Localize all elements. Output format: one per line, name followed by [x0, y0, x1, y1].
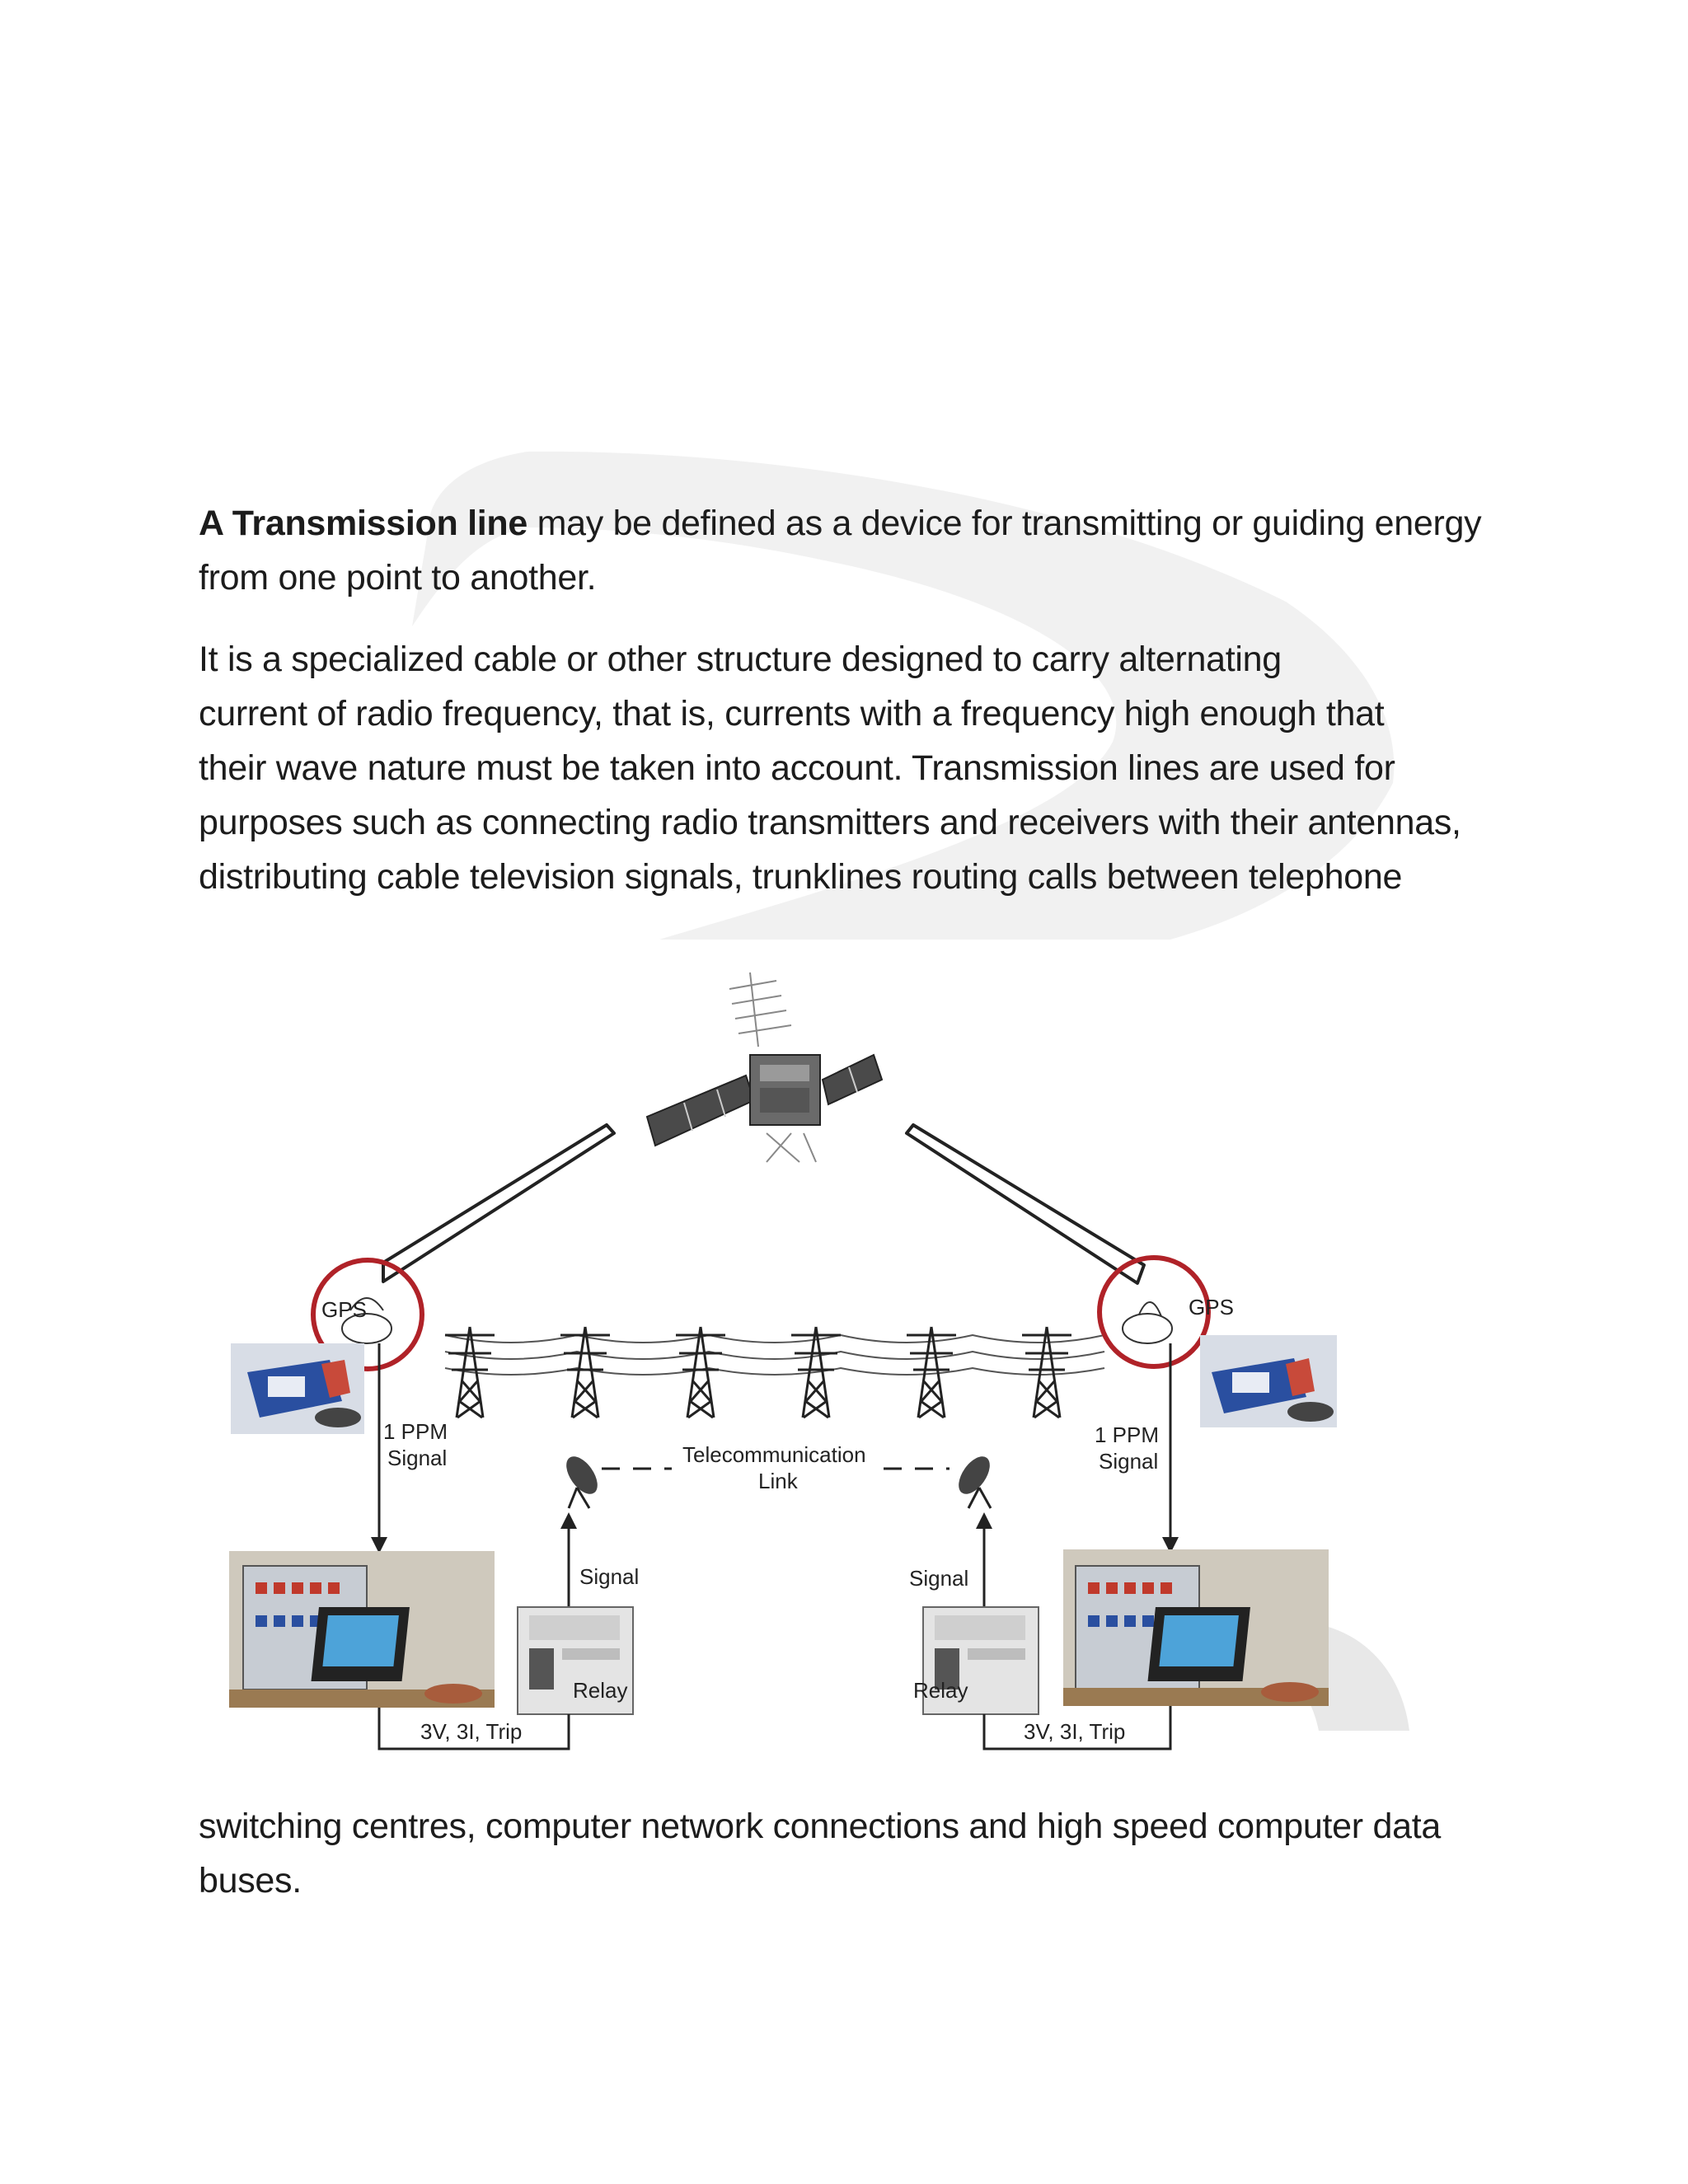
gps-receiver-left: GPS	[311, 1258, 424, 1371]
arrow-down-icon	[1162, 1537, 1179, 1554]
description-line: purposes such as connecting radio transm…	[199, 803, 1461, 842]
gps-clock-device-right	[1200, 1335, 1337, 1427]
ppm-label-right: 1 PPM	[1095, 1422, 1159, 1447]
tower-icon	[560, 1326, 610, 1419]
trip-label-right: 3V, 3I, Trip	[1024, 1719, 1125, 1744]
tower-icon	[907, 1326, 956, 1419]
relay-label-right: Relay	[913, 1678, 968, 1703]
satellite-beam-left	[382, 1123, 616, 1283]
description-paragraph: It is a specialized cable or other struc…	[199, 632, 1517, 904]
tower-icon	[1022, 1326, 1071, 1419]
continuation-line: switching centres, computer network conn…	[199, 1807, 1441, 1846]
relay-label-left: Relay	[573, 1678, 627, 1703]
signal-label-right: Signal	[909, 1566, 968, 1591]
gps-clock-device-left	[231, 1343, 364, 1434]
definition-line-2: from one point to another.	[199, 558, 597, 598]
description-line: current of radio frequency, that is, cur…	[199, 694, 1385, 733]
satellite-dish-icon	[959, 1456, 992, 1509]
arrow-down-icon	[371, 1537, 387, 1554]
signal-label-left: Signal	[579, 1564, 639, 1589]
trip-label-left: 3V, 3I, Trip	[420, 1719, 522, 1744]
power-transmission-line	[444, 1333, 1105, 1376]
description-line: distributing cable television signals, t…	[199, 857, 1403, 897]
ppm-signal-label-left: Signal	[387, 1446, 447, 1470]
ppm-signal-label-right: Signal	[1099, 1449, 1158, 1474]
transmission-towers	[445, 1326, 1071, 1419]
ppm-label-left: 1 PPM	[383, 1419, 448, 1444]
gps-label-right: GPS	[1189, 1295, 1234, 1319]
gps-receiver-right: GPS	[1097, 1255, 1234, 1369]
satellite-dish-icon	[566, 1456, 598, 1509]
trip-connection-right	[982, 1706, 1172, 1750]
trip-connection-left	[377, 1708, 570, 1750]
satellite-icon	[645, 972, 884, 1163]
relay-test-set-right	[1063, 1549, 1329, 1706]
relay-test-set-left	[229, 1551, 495, 1708]
satellite-beam-right	[905, 1123, 1146, 1285]
description-line: their wave nature must be taken into acc…	[199, 748, 1395, 788]
relay-device-right	[922, 1606, 1039, 1715]
continuation-line: buses.	[199, 1861, 302, 1900]
telecom-link-label: Link	[758, 1469, 799, 1493]
transmission-system-diagram: GPS GPS 1 PPM Signal 1 PPM Signal	[229, 972, 1337, 1750]
relay-device-left	[517, 1606, 634, 1715]
tower-icon	[676, 1326, 725, 1419]
arrow-up-icon	[560, 1512, 577, 1529]
definition-line-1: A Transmission line may be defined as a …	[199, 504, 1482, 543]
tower-icon	[445, 1326, 495, 1419]
arrow-up-icon	[976, 1512, 992, 1529]
term-transmission-line: A Transmission line	[199, 504, 528, 543]
continuation-paragraph: switching centres, computer network conn…	[199, 1799, 1517, 1908]
tower-icon	[791, 1326, 841, 1419]
telecom-label: Telecommunication	[682, 1442, 866, 1467]
definition-paragraph: A Transmission line may be defined as a …	[199, 496, 1517, 605]
gps-label-left: GPS	[321, 1297, 367, 1322]
description-line: It is a specialized cable or other struc…	[199, 640, 1282, 679]
